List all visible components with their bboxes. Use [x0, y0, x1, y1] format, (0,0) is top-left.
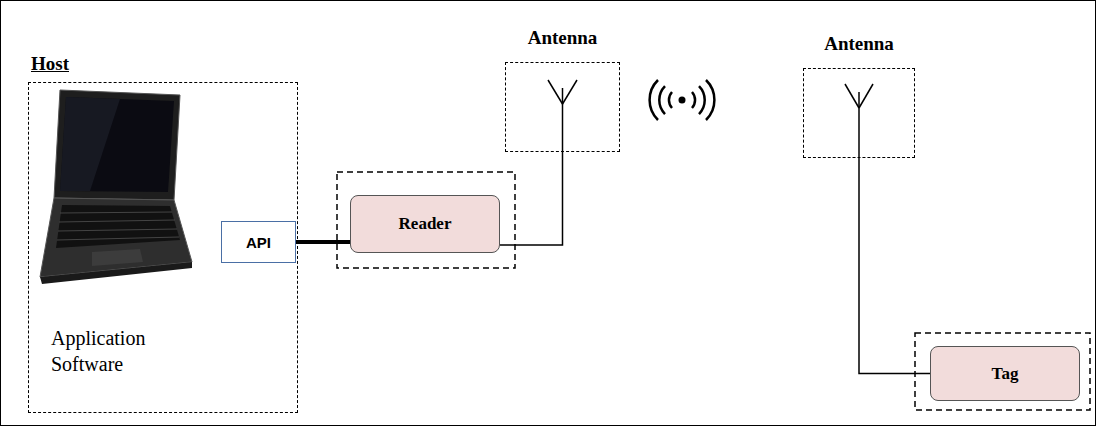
antenna-title: Antenna: [804, 33, 914, 55]
connector-line: [296, 240, 350, 244]
reader-label: Reader: [399, 214, 452, 234]
connector-line: [500, 152, 563, 245]
tag-group: [915, 333, 1090, 410]
antenna-box: Antenna: [803, 68, 915, 158]
software-label: Application Software: [51, 325, 181, 377]
antenna-box: Antenna: [505, 62, 620, 152]
antenna-symbol: [845, 84, 873, 158]
api-label: API: [246, 234, 271, 251]
connector-line: [859, 158, 930, 374]
laptop-icon: [40, 90, 192, 284]
reader-box: Reader: [350, 195, 500, 253]
tag-box: Tag: [930, 346, 1080, 401]
wireless-symbol: [650, 80, 715, 120]
reader-group: [337, 172, 515, 268]
tag-label: Tag: [992, 364, 1019, 384]
group-title: Host: [31, 53, 69, 75]
host-box: HostApplication SoftwareAPI: [28, 82, 298, 413]
antenna-title: Antenna: [506, 27, 619, 49]
antenna-symbol: [548, 80, 577, 152]
api-box: API: [221, 221, 296, 263]
